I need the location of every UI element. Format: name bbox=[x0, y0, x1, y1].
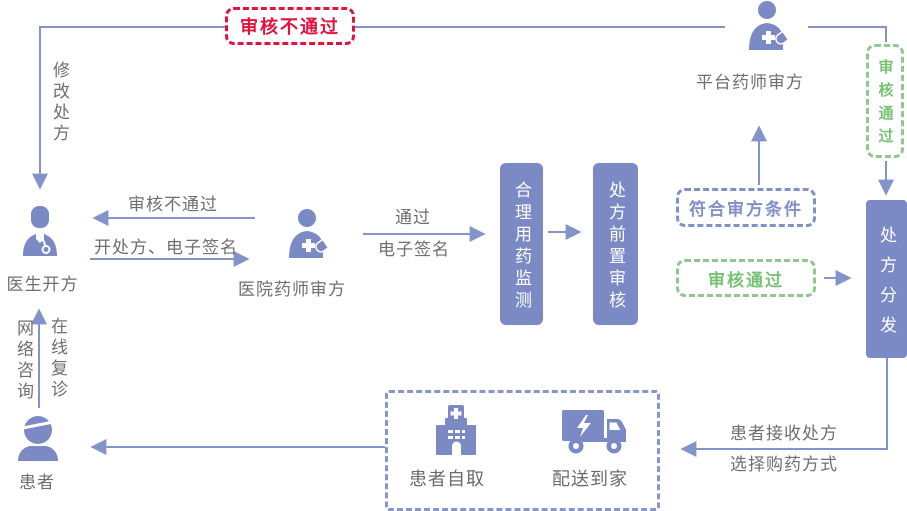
truck-icon bbox=[562, 408, 626, 454]
prescription-dispatch-box: 处方分发 bbox=[866, 200, 907, 358]
pass-edge-label: 通过 bbox=[395, 208, 431, 227]
home-delivery-label: 配送到家 bbox=[552, 469, 628, 489]
receive-prescription-edge-label: 患者接收处方 bbox=[730, 424, 838, 443]
hospital-pharmacist-label: 医院药师审方 bbox=[238, 280, 346, 299]
prescription-pre-review-label: 处方前置审核 bbox=[606, 180, 625, 313]
hospital-icon bbox=[436, 405, 476, 455]
review-passed-badge: 审核通过 bbox=[676, 259, 816, 297]
edge-platform-to-passed bbox=[808, 26, 887, 42]
patient-icon bbox=[16, 414, 60, 461]
rational-drug-monitoring-box: 合理用药监测 bbox=[500, 163, 543, 325]
modify-prescription-edge-label: 修改处方 bbox=[50, 61, 69, 145]
choose-purchase-method-edge-label: 选择购药方式 bbox=[730, 455, 838, 474]
pharmacist-icon bbox=[288, 209, 336, 258]
edge-reject-to-doctor bbox=[32, 26, 225, 190]
patient-self-pickup-label: 患者自取 bbox=[409, 469, 485, 489]
prescription-pre-review-box: 处方前置审核 bbox=[593, 163, 638, 325]
review-rejected-edge-label: 审核不通过 bbox=[128, 195, 218, 214]
meets-review-condition-badge: 符合审方条件 bbox=[676, 188, 816, 227]
issue-prescription-edge-label: 开处方、电子签名 bbox=[94, 238, 238, 257]
review-rejected-badge: 审核不通过 bbox=[225, 7, 355, 45]
online-consultation-edge-label: 网络咨询 bbox=[14, 319, 33, 403]
esignature-edge-label: 电子签名 bbox=[378, 240, 450, 259]
edge-dispatch-to-pickup bbox=[680, 358, 888, 457]
doctor-label: 医生开方 bbox=[6, 275, 79, 294]
patient-label: 患者 bbox=[19, 473, 55, 492]
pharmacist-icon bbox=[748, 1, 796, 50]
purchase-options-container bbox=[385, 390, 660, 511]
online-followup-edge-label: 在线复诊 bbox=[48, 317, 67, 401]
platform-pharmacist-label: 平台药师审方 bbox=[696, 73, 804, 92]
rational-drug-monitoring-label: 合理用药监测 bbox=[512, 180, 531, 313]
prescription-dispatch-label: 处方分发 bbox=[877, 225, 896, 346]
review-passed-vertical-badge: 审核通过 bbox=[866, 44, 904, 158]
doctor-icon bbox=[21, 206, 59, 256]
review-passed-vertical-text: 审核通过 bbox=[876, 59, 894, 151]
